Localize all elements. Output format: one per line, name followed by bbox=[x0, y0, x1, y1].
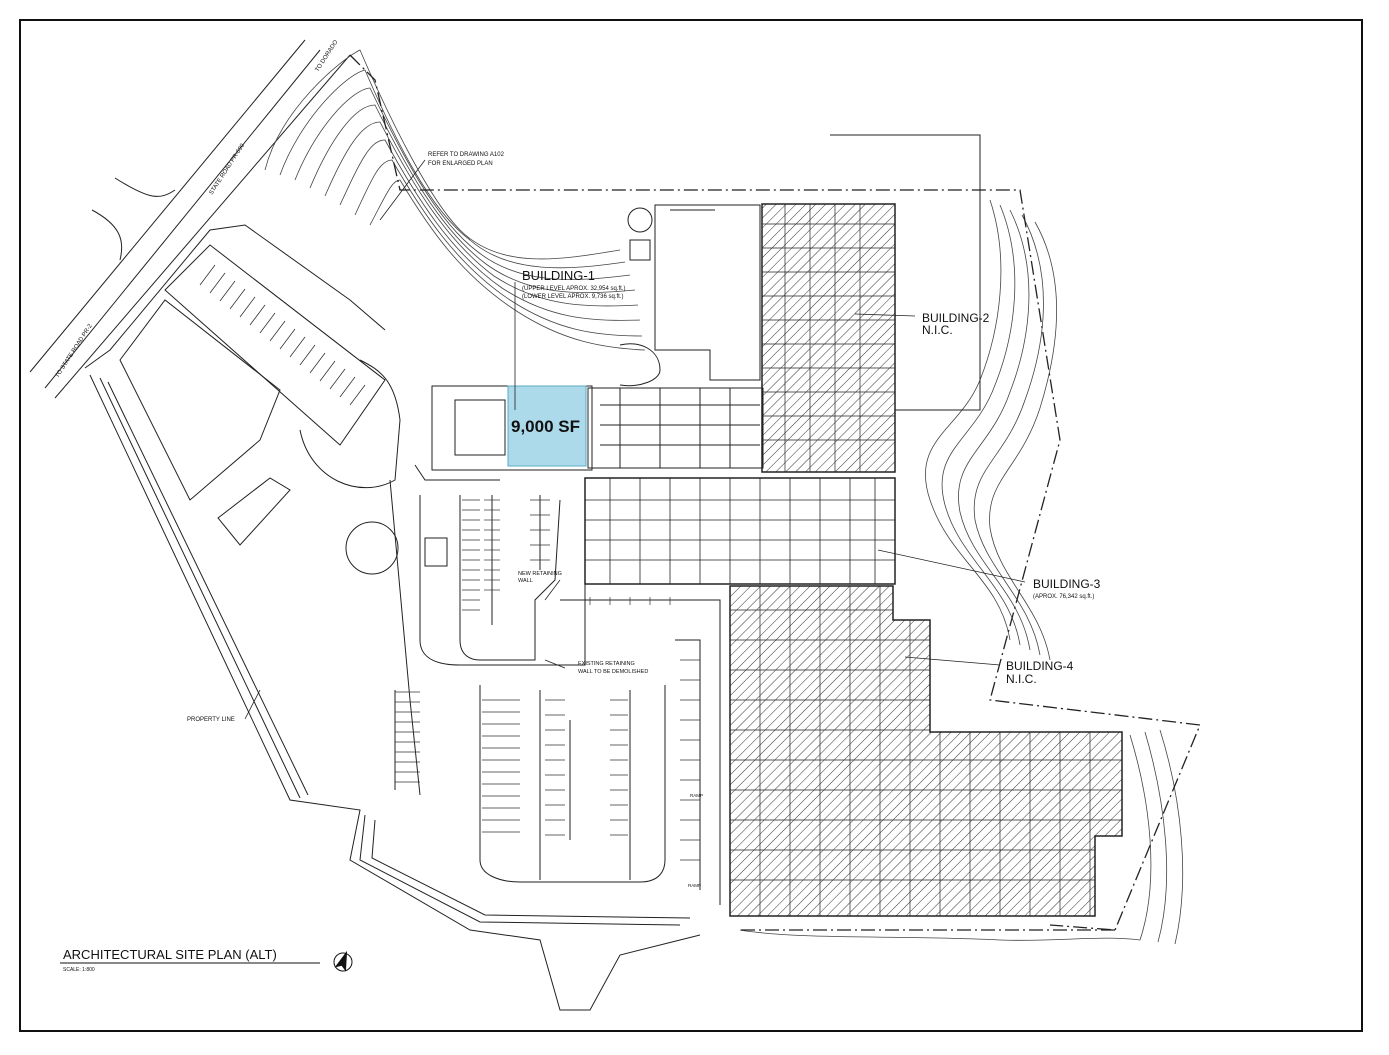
new-retaining-wall-line-2: WALL bbox=[518, 578, 533, 584]
plan-title: ARCHITECTURAL SITE PLAN (ALT) bbox=[63, 947, 277, 962]
building-1-lower-area: (LOWER LEVEL APROX. 9,736 sq.ft.) bbox=[522, 294, 623, 300]
road-label-state-690: STATE ROAD PR-690 bbox=[209, 142, 247, 196]
contour-lines-north bbox=[264, 49, 646, 351]
refer-note-line-1: REFER TO DRAWING A102 bbox=[428, 152, 505, 158]
contour-lines-east bbox=[739, 199, 1184, 945]
west-parking-stalls bbox=[199, 264, 366, 406]
building-2-title: BUILDING-2 bbox=[922, 311, 990, 325]
building-2 bbox=[761, 203, 896, 473]
building-3-title: BUILDING-3 bbox=[1033, 577, 1101, 591]
property-line-label: PROPERTY LINE bbox=[187, 717, 235, 723]
building-1-title: BUILDING-1 bbox=[522, 268, 595, 283]
parking-lower bbox=[394, 599, 721, 905]
existing-retaining-line-1: EXISTING RETAINING bbox=[578, 661, 635, 667]
building-4-nic: N.I.C. bbox=[1006, 672, 1037, 686]
access-roads bbox=[299, 343, 661, 796]
sheet-border bbox=[19, 19, 1363, 1032]
building-4-title: BUILDING-4 bbox=[1006, 659, 1074, 673]
ramp-label-1: RAMP bbox=[690, 793, 703, 798]
turnaround-circle bbox=[345, 521, 399, 575]
refer-note-line-2: FOR ENLARGED PLAN bbox=[428, 161, 493, 167]
highlight-9000sf bbox=[507, 385, 587, 467]
north-service-area bbox=[627, 134, 981, 411]
building-1-footprint bbox=[431, 385, 764, 471]
existing-retaining-line-2: WALL TO BE DEMOLISHED bbox=[578, 669, 648, 675]
plan-scale: SCALE: 1:800 bbox=[63, 967, 95, 973]
road-label-state-2: TO STATE ROAD PR-2 bbox=[55, 323, 95, 379]
parking-lower-stalls bbox=[395, 597, 700, 861]
parking-upper-stalls bbox=[462, 499, 550, 611]
highlight-area-label: 9,000 SF bbox=[511, 417, 580, 436]
leader-lines bbox=[244, 159, 1026, 720]
building-3-area: (APROX. 76,342 sq.ft.) bbox=[1033, 594, 1094, 600]
building-4 bbox=[729, 585, 1123, 917]
ramp-label-2: RAMP bbox=[688, 883, 701, 888]
new-retaining-wall-line-1: NEW RETAINING bbox=[518, 571, 562, 577]
building-2-nic: N.I.C. bbox=[922, 323, 953, 337]
building-3 bbox=[584, 477, 896, 585]
west-parking bbox=[119, 244, 386, 546]
building-1-upper-area: (UPPER LEVEL APROX. 32,954 sq.ft.) bbox=[522, 286, 626, 292]
state-road bbox=[29, 39, 351, 399]
north-arrow-icon bbox=[333, 950, 353, 972]
west-boundary bbox=[84, 224, 701, 1011]
property-boundary bbox=[349, 54, 1201, 931]
road-label-to-dorado: TO DORADO bbox=[315, 39, 340, 73]
